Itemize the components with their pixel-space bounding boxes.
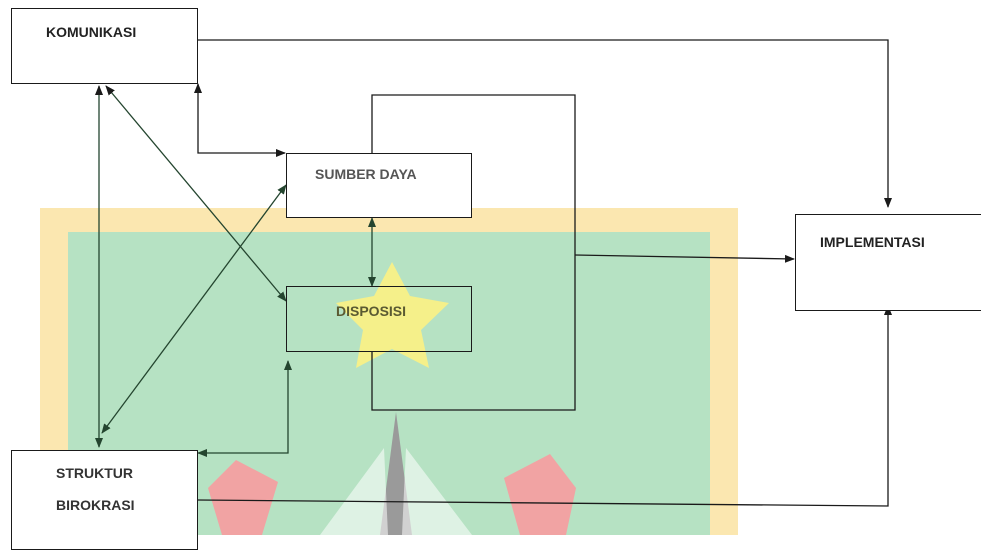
node-sumber-daya: SUMBER DAYA xyxy=(286,153,472,218)
node-komunikasi: KOMUNIKASI xyxy=(11,8,198,84)
label-birokrasi: BIROKRASI xyxy=(56,497,135,513)
label-implementasi: IMPLEMENTASI xyxy=(820,234,925,250)
node-implementasi: IMPLEMENTASI xyxy=(795,214,981,311)
label-struktur: STRUKTUR xyxy=(56,465,133,481)
label-komunikasi: KOMUNIKASI xyxy=(46,24,136,40)
edge-komunikasi-sumber-daya xyxy=(198,84,285,153)
node-struktur-birokrasi: STRUKTUR BIROKRASI xyxy=(11,450,198,550)
node-disposisi: DISPOSISI xyxy=(286,286,472,352)
label-disposisi: DISPOSISI xyxy=(336,303,406,319)
label-sumber-daya: SUMBER DAYA xyxy=(315,166,417,182)
